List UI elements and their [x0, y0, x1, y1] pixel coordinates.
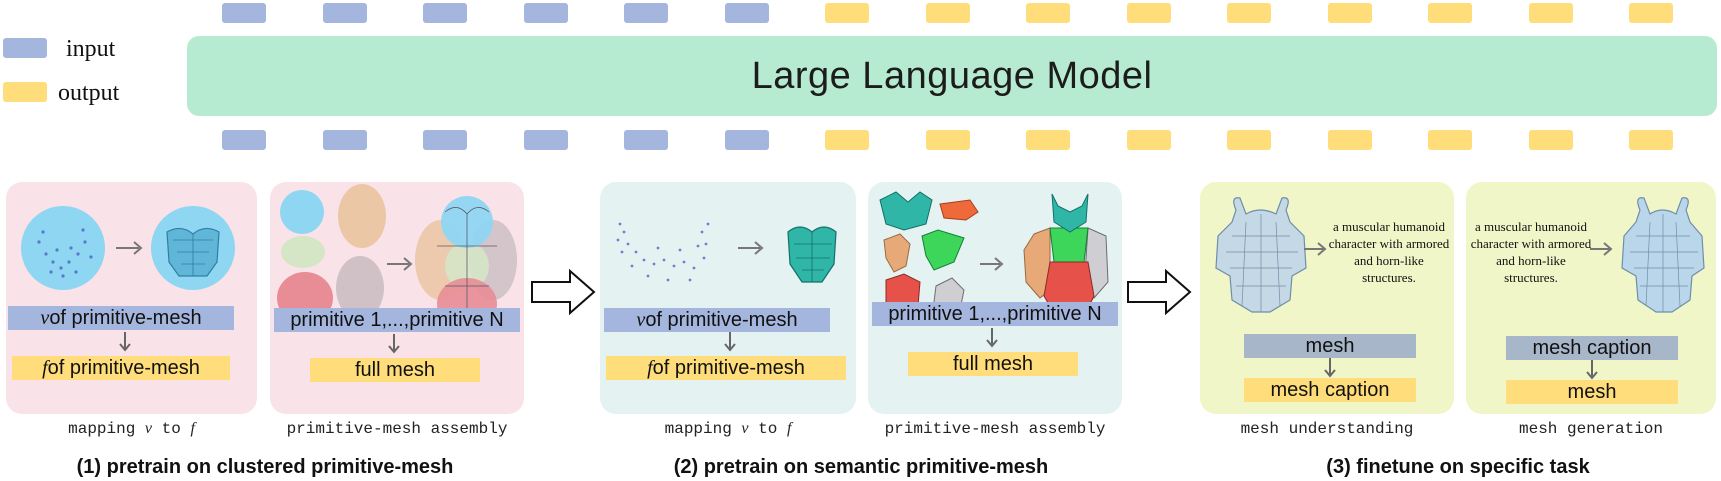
input-rest-label: of primitive-mesh: [49, 306, 202, 329]
output-token: [1328, 130, 1372, 150]
output-token: [825, 3, 869, 23]
stage1-assembly-subtitle: primitive-mesh assembly: [286, 420, 508, 438]
stage3-generation-input: mesh caption: [1506, 336, 1678, 360]
stage1-title: (1) pretrain on clustered primitive-mesh: [76, 456, 454, 478]
input-token: [222, 3, 266, 23]
stage1-assembly-panel: primitive 1,...,primitive N full mesh: [270, 182, 524, 414]
stage2-mapping-output: f of primitive-mesh: [606, 356, 846, 380]
down-arrow-icon: [1324, 358, 1336, 378]
stage3-generation-output: mesh: [1506, 380, 1678, 404]
stage3-understanding-panel: a muscular humanoid character with armor…: [1200, 182, 1454, 414]
input-token: [423, 3, 467, 23]
input-token: [624, 3, 668, 23]
input-token: [725, 130, 769, 150]
legend-input-label: input: [66, 36, 116, 62]
legend-output-label: output: [58, 80, 120, 106]
stage3-generation-subtitle: mesh generation: [1518, 420, 1664, 438]
input-token: [624, 130, 668, 150]
right-arrow-icon: [1590, 242, 1613, 256]
stage-transition-arrow-icon: [1127, 268, 1192, 316]
output-token: [1227, 3, 1271, 23]
stage2-assembly-subtitle: primitive-mesh assembly: [884, 420, 1106, 438]
vertex-var-label: v: [636, 308, 646, 331]
output-rest-label: of primitive-mesh: [652, 356, 805, 379]
input-rest-label: of primitive-mesh: [645, 308, 798, 331]
output-token: [1629, 130, 1673, 150]
stage1-mapping-subtitle: mapping v to f: [68, 420, 195, 438]
output-token: [1227, 130, 1271, 150]
output-rest-label: of primitive-mesh: [47, 356, 200, 379]
stage3-understanding-input: mesh: [1244, 334, 1416, 358]
input-token: [725, 3, 769, 23]
input-token: [524, 130, 568, 150]
down-arrow-icon: [986, 328, 998, 348]
stage2-title: (2) pretrain on semantic primitive-mesh: [673, 456, 1049, 478]
output-token: [1629, 3, 1673, 23]
down-arrow-icon: [1586, 360, 1598, 380]
output-token: [1127, 130, 1171, 150]
right-arrow-icon: [1304, 242, 1327, 256]
stage2-assembly-panel: primitive 1,...,primitive N full mesh: [868, 182, 1122, 414]
output-token: [1127, 3, 1171, 23]
down-arrow-icon: [119, 332, 131, 352]
stage1-assembly-input: primitive 1,...,primitive N: [274, 308, 520, 332]
stage3-understanding-output: mesh caption: [1244, 378, 1416, 402]
input-token: [323, 3, 367, 23]
output-token: [1529, 130, 1573, 150]
input-token: [423, 130, 467, 150]
stage1-mapping-panel: v of primitive-mesh f of primitive-mesh: [6, 182, 257, 414]
legend-input-swatch: [3, 38, 47, 58]
input-token: [524, 3, 568, 23]
output-token: [1428, 130, 1472, 150]
stage3-understanding-caption: a muscular humanoid character with armor…: [1328, 219, 1450, 285]
mesh-model-icon: [1215, 197, 1307, 313]
stage2-mapping-panel: v of primitive-mesh f of primitive-mesh: [600, 182, 856, 414]
face-var-label: f: [42, 356, 48, 379]
output-token: [926, 3, 970, 23]
pointcloud-to-mesh-icon: [616, 222, 837, 283]
stage-transition-arrow-icon: [531, 268, 596, 316]
stage3-generation-caption: a muscular humanoid character with armor…: [1470, 219, 1592, 285]
down-arrow-icon: [724, 332, 736, 352]
output-token: [1026, 3, 1070, 23]
mesh-model-icon: [1621, 197, 1705, 313]
stage3-title: (3) finetune on specific task: [1326, 456, 1590, 478]
stage1-mapping-input: v of primitive-mesh: [8, 306, 234, 330]
face-var-label: f: [647, 356, 653, 379]
output-token: [926, 130, 970, 150]
stage1-mapping-output: f of primitive-mesh: [12, 356, 230, 380]
stage1-assembly-output: full mesh: [310, 358, 480, 382]
stage2-mapping-input: v of primitive-mesh: [604, 308, 830, 332]
output-token: [1428, 3, 1472, 23]
llm-block: Large Language Model: [187, 36, 1717, 116]
input-token: [222, 130, 266, 150]
stage2-mapping-subtitle: mapping v to f: [664, 420, 792, 438]
output-token: [1026, 130, 1070, 150]
legend-output-swatch: [3, 82, 47, 102]
vertex-var-label: v: [40, 306, 50, 329]
output-token: [1328, 3, 1372, 23]
pointcloud-to-mesh-icon: [21, 206, 235, 290]
output-token: [825, 130, 869, 150]
stage3-understanding-subtitle: mesh understanding: [1240, 420, 1414, 438]
output-token: [1529, 3, 1573, 23]
stage2-assembly-input: primitive 1,...,primitive N: [872, 302, 1118, 326]
stage2-assembly-output: full mesh: [908, 352, 1078, 376]
down-arrow-icon: [388, 334, 400, 354]
stage3-generation-panel: a muscular humanoid character with armor…: [1466, 182, 1716, 414]
input-token: [323, 130, 367, 150]
